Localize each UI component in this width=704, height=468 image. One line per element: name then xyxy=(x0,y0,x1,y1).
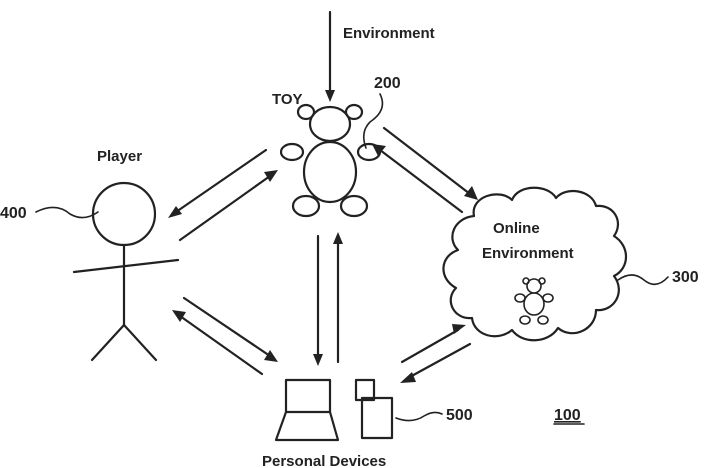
toy-ref-leader xyxy=(362,93,384,149)
environment-label: Environment xyxy=(343,25,435,42)
player-ref-leader xyxy=(35,206,99,219)
virtual-toy-bear-icon xyxy=(514,277,554,325)
online-environment-label-line2: Environment xyxy=(482,245,574,262)
system-ref-number: 100 xyxy=(554,407,581,424)
player-stick-figure-icon xyxy=(72,181,180,362)
arrow-toy-to-devices xyxy=(313,234,323,366)
arrow-devices-to-online xyxy=(400,324,466,364)
player-label: Player xyxy=(97,148,142,165)
online-environment-cloud-icon xyxy=(442,186,628,342)
toy-label: TOY xyxy=(272,91,303,108)
arrow-online-to-devices xyxy=(400,342,472,383)
player-ref-number: 400 xyxy=(0,205,27,222)
arrow-toy-to-player xyxy=(168,148,268,218)
online-environment-ref-number: 300 xyxy=(672,269,699,286)
arrow-devices-to-player xyxy=(172,310,264,376)
arrow-toy-to-online xyxy=(382,126,478,200)
laptop-icon xyxy=(274,378,340,442)
toy-bear-icon xyxy=(279,103,382,218)
toy-ref-number: 200 xyxy=(374,75,401,92)
arrow-devices-to-toy xyxy=(333,232,343,364)
arrow-online-to-toy xyxy=(372,144,464,214)
online-environment-label-line1: Online xyxy=(493,220,540,237)
phone-tablet-icon xyxy=(354,378,394,440)
environment-arrow xyxy=(325,10,335,102)
online-environment-ref-leader xyxy=(617,274,669,286)
personal-devices-ref-leader xyxy=(395,411,443,422)
personal-devices-label: Personal Devices xyxy=(262,453,386,468)
arrow-player-to-toy xyxy=(178,170,278,242)
personal-devices-ref-number: 500 xyxy=(446,407,473,424)
arrow-player-to-devices xyxy=(182,296,278,362)
